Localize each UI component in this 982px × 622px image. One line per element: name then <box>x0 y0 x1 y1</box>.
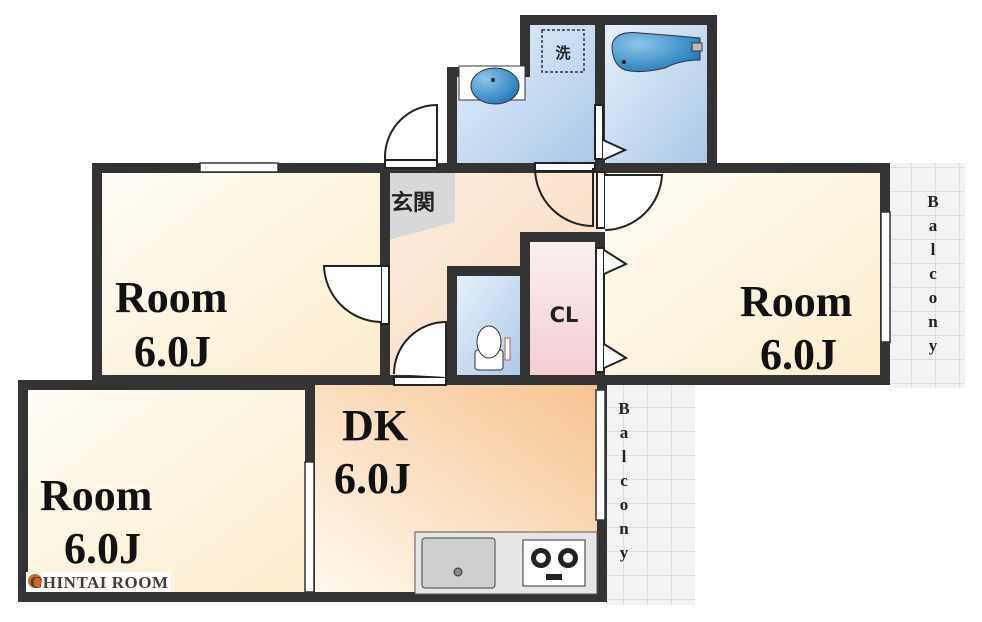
balcony-right-area <box>890 163 965 388</box>
svg-text:o: o <box>929 288 938 307</box>
svg-text:a: a <box>929 216 938 235</box>
room-right-name: Room <box>740 277 852 326</box>
svg-text:y: y <box>929 336 938 355</box>
dk-size: 6.0J <box>334 454 411 503</box>
room-top-left-size: 6.0J <box>134 327 211 376</box>
doors <box>322 103 664 386</box>
svg-text:c: c <box>929 264 937 283</box>
washroom-floor <box>457 25 598 163</box>
closet-label: CL <box>550 303 579 327</box>
entrance-label: 玄関 <box>391 190 435 216</box>
room-top-left-name: Room <box>115 273 227 322</box>
bathtub-icon <box>611 32 703 73</box>
svg-text:l: l <box>622 447 627 466</box>
balcony-bottom-area <box>603 385 695 605</box>
washer-space <box>541 29 585 73</box>
room-bottom-left-floor <box>23 385 310 597</box>
chintai-room-logo: CHINTAI ROOM <box>26 572 171 592</box>
svg-text:y: y <box>620 543 629 562</box>
svg-text:B: B <box>618 399 629 418</box>
room-bottom-left-name: Room <box>40 471 152 520</box>
balcony-right-label: B a l c o n y <box>927 192 938 355</box>
kitchen-counter <box>414 531 598 595</box>
svg-text:n: n <box>928 312 938 331</box>
svg-text:n: n <box>619 519 629 538</box>
sink-icon <box>421 537 496 589</box>
windows <box>199 162 891 593</box>
dk-name: DK <box>342 401 408 450</box>
room-bottom-left-size: 6.0J <box>64 524 141 573</box>
balcony-bottom-label: B a l c o n y <box>618 399 629 562</box>
svg-text:B: B <box>927 192 938 211</box>
entrance-floor <box>388 170 455 240</box>
svg-text:c: c <box>620 471 628 490</box>
svg-text:a: a <box>620 423 629 442</box>
closet-floor <box>530 242 598 380</box>
toilet-icon <box>474 325 511 371</box>
room-right-size: 6.0J <box>760 330 837 379</box>
stove-icon <box>522 539 586 587</box>
svg-text:o: o <box>620 495 629 514</box>
washer-label: 洗 <box>555 44 570 62</box>
svg-text:l: l <box>931 240 936 259</box>
washbasin-icon <box>458 65 526 105</box>
svg-text:CHINTAI ROOM: CHINTAI ROOM <box>30 573 168 592</box>
